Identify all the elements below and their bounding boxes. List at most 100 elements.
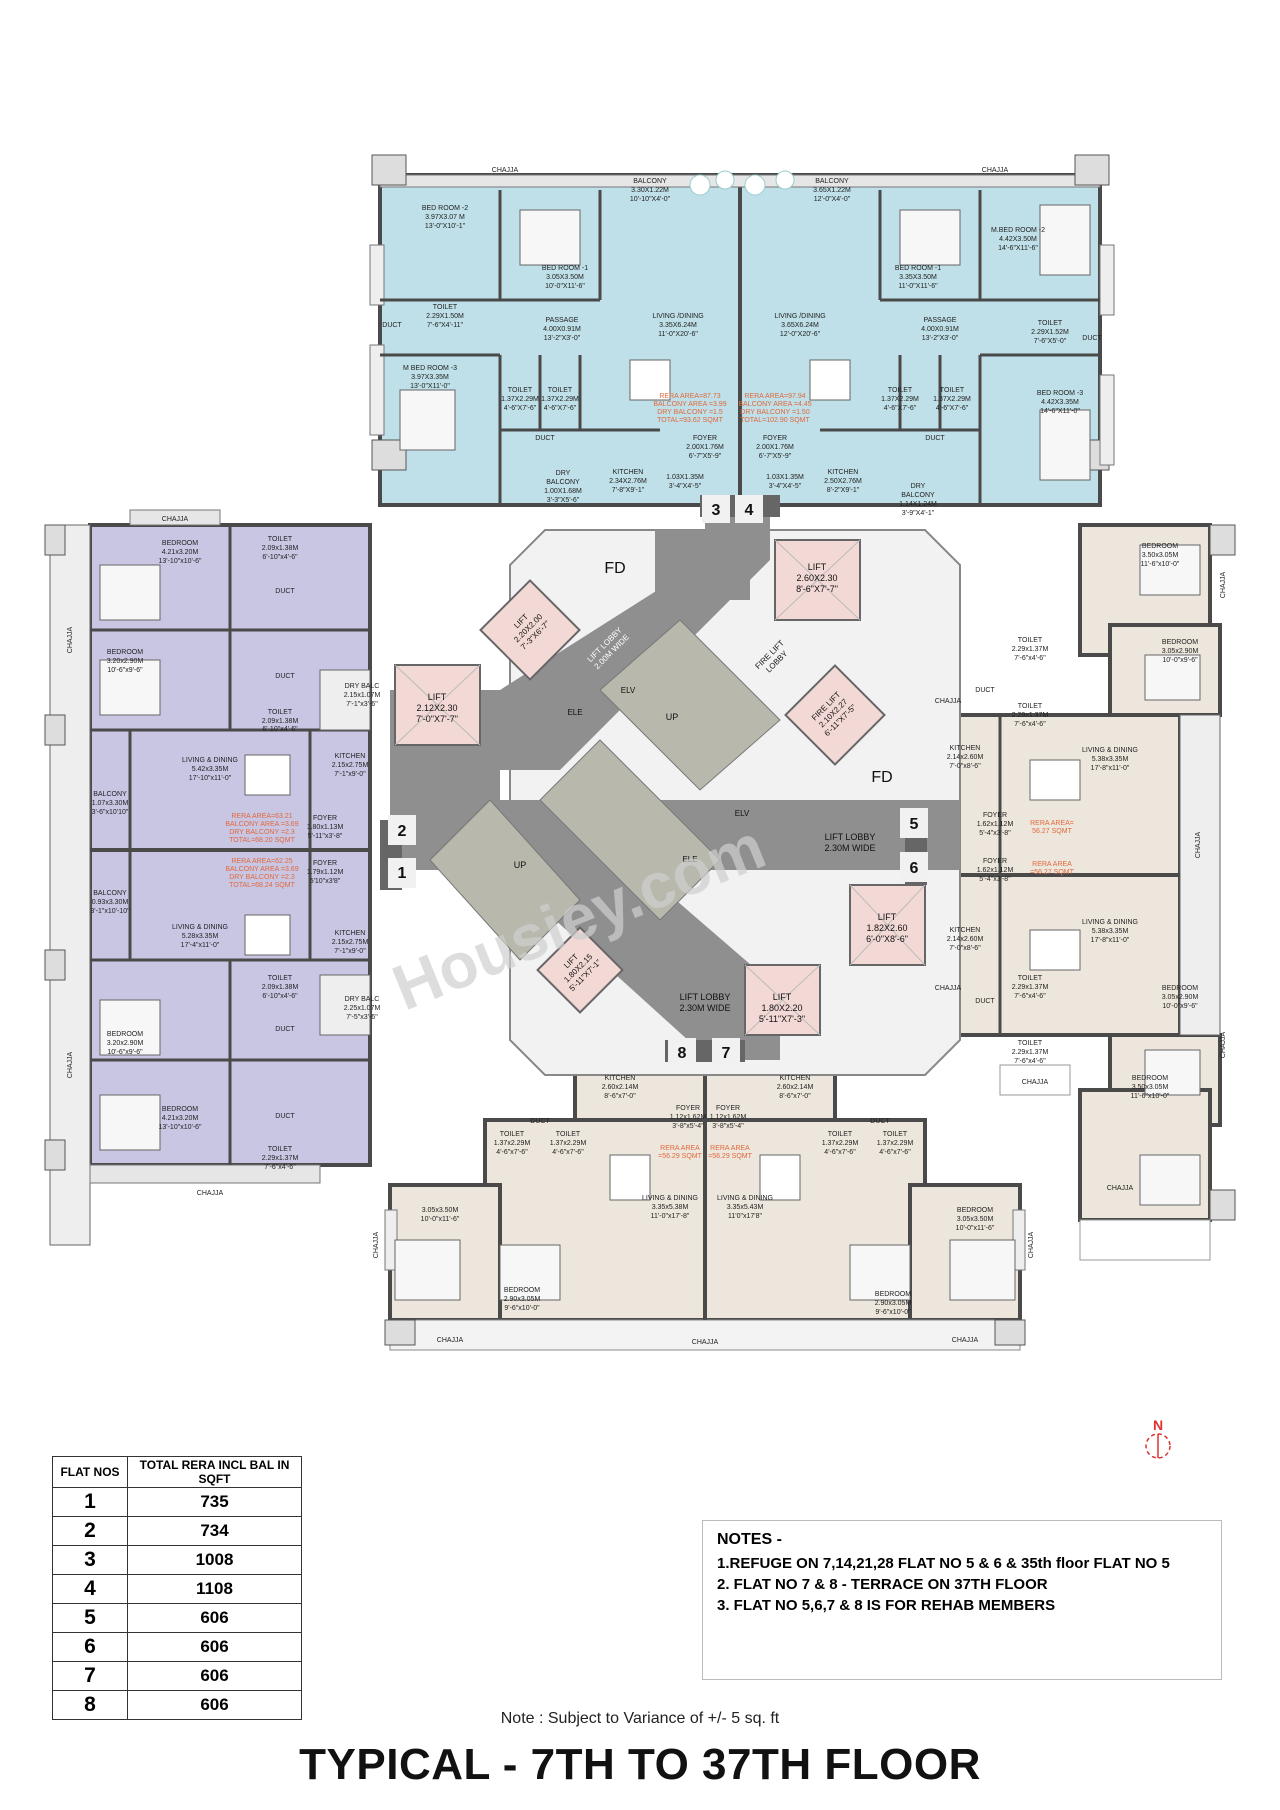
room-dim: 3.65X1.22M [813, 187, 851, 194]
rera-text: 56.27 SQMT [1032, 828, 1072, 835]
lobby-label: LIFT LOBBY [825, 832, 876, 842]
rera-text: RERA AREA [1032, 861, 1072, 868]
table-header-row: FLAT NOS TOTAL RERA INCL BAL IN SQFT [52, 1456, 302, 1488]
room-dim: 5'-4"x3'-8" [979, 830, 1011, 837]
room-label: TOILET [268, 1146, 293, 1153]
room-label: DRY BALC [345, 996, 380, 1003]
room-label: KITCHEN [605, 1075, 636, 1082]
fire-duct-label: FD [871, 769, 892, 786]
room-label: BALCONY [815, 178, 849, 185]
room-label: KITCHEN [950, 927, 981, 934]
room-dim: 2.29X1.50M [426, 313, 464, 320]
room-dim: 7'-6"x4'-6" [1014, 655, 1046, 662]
room-dim: 1.07x3.30M [92, 800, 129, 807]
flat-marker: 5 [910, 816, 919, 833]
chajja-label: CHAJJA [982, 167, 1009, 174]
room-dim: 13'-2"X3'-0" [544, 335, 581, 342]
room-label: TOILET [500, 1131, 525, 1138]
room-dim: 10'-0"X11'-6" [545, 283, 585, 290]
room-label: TOILET [1018, 1040, 1043, 1047]
room-label: TOILET [1018, 637, 1043, 644]
room-label: BEDROOM [1162, 639, 1198, 646]
north-label: N [1153, 1417, 1163, 1433]
room-dim: 1.37X2.29M [541, 396, 579, 403]
room-dim: 14'-6"X11'-6" [998, 245, 1038, 252]
room-dim: 1.62x1.12M [977, 821, 1014, 828]
room-label: TOILET [828, 1131, 853, 1138]
room-label: FOYER [983, 812, 1007, 819]
chajja-label: CHAJJA [935, 985, 962, 992]
north-arrow: N [1145, 1417, 1171, 1459]
room-dim: 11'-6"x10'-0" [1141, 561, 1180, 568]
room-dim: 4.42X3.50M [999, 236, 1037, 243]
lift-dim: 2.60X2.30 [796, 573, 837, 583]
room-label: TOILET [1038, 320, 1063, 327]
flat-area: 1108 [127, 1574, 302, 1604]
room-dim: 2.29x1.37M [1012, 646, 1049, 653]
room-dim: 4'-6"X7'-6" [884, 405, 917, 412]
room-label: PASSAGE [924, 317, 957, 324]
chajja-label: CHAJJA [1220, 1031, 1227, 1058]
lift-dim: 5'-11"X7'-3" [759, 1014, 805, 1024]
room-label: DUCT [275, 673, 295, 680]
room-dim: 5.38x3.35M [1092, 928, 1129, 935]
lobby-dim: 2.30M WIDE [824, 843, 875, 853]
room-dim: 3.30X1.22M [631, 187, 669, 194]
lift-label: LIFT [878, 912, 897, 922]
room-dim: 2.15x2.75M [332, 939, 369, 946]
elv-label: ELV [621, 686, 636, 695]
room-label: DUCT [975, 687, 995, 694]
room-dim: 8'-6"x7'-0" [779, 1093, 811, 1100]
room-dim: 6'-7"X5'-9" [759, 453, 792, 460]
room-dim: 2.15x2.75M [332, 762, 369, 769]
room-label: DUCT [975, 998, 995, 1005]
rera-text: RERA AREA=87.73 [659, 393, 720, 400]
room-label: BEDROOM [504, 1287, 540, 1294]
room-dim: 7'-0"x8'-6" [949, 945, 981, 952]
flat-area: 1008 [127, 1545, 302, 1575]
rera-text: DRY BALCONY =1.50 [740, 409, 810, 416]
room-dim: 3.05X3.50M [546, 274, 584, 281]
room-dim: 4.00X0.91M [921, 326, 959, 333]
room-dim: 1.37x2.29M [550, 1140, 587, 1147]
chajja-label: CHAJJA [1028, 1231, 1035, 1258]
flat-no: 7 [52, 1661, 128, 1691]
room-dim: 3.20x2.90M [107, 658, 144, 665]
room-dim: 10'-10"X4'-0" [630, 196, 671, 203]
room-dim: 9'-6"x10'-0" [504, 1305, 540, 1312]
room-dim: 10'-0"x11'-6" [421, 1216, 460, 1223]
room-label: BEDROOM [1162, 985, 1198, 992]
note-item: 2. FLAT NO 7 & 8 - TERRACE ON 37TH FLOOR [717, 1576, 1048, 1593]
room-dim: 1.14X1.24M [899, 501, 937, 508]
top-wing [369, 154, 1115, 507]
room-label: BEDROOM [162, 540, 198, 547]
room-dim: 13'-10"x10'-6" [158, 1124, 202, 1131]
room-label: TOILET [883, 1131, 908, 1138]
rera-text: DRY BALCONY =2.3 [229, 874, 295, 881]
rera-text: BALCONY AREA =3.69 [225, 866, 298, 873]
room-label: LIVING & DINING [182, 757, 238, 764]
room-dim: 7'-0"x8'-6" [949, 763, 981, 770]
room-label: KITCHEN [613, 469, 644, 476]
room-dim: 5.38x3.35M [1092, 756, 1129, 763]
room-dim: 2.09x1.38M [262, 718, 299, 725]
room-dim: 4'-6"x7'-6" [496, 1149, 528, 1156]
room-dim: 12'-0"X20'-6" [780, 331, 821, 338]
room-dim: 3'-8"x5'-4" [712, 1123, 744, 1130]
room-dim: 3.97X3.35M [411, 374, 449, 381]
room-label: BEDROOM [162, 1106, 198, 1113]
rera-text: BALCONY AREA =3.99 [653, 401, 726, 408]
room-dim: 1.37x2.29M [877, 1140, 914, 1147]
room-dim: 5'-11"x3'-8" [308, 833, 343, 840]
room-dim: 2.29x1.37M [1012, 984, 1049, 991]
chajja-label: CHAJJA [1220, 571, 1227, 598]
rera-text: RERA AREA=62.25 [231, 858, 292, 865]
room-dim: 0.93x3.30M [92, 899, 129, 906]
room-dim: 3.05x3.50M [422, 1207, 459, 1214]
room-dim: 2.15x1.07M [344, 692, 381, 699]
room-label: DUCT [382, 322, 402, 329]
room-label: KITCHEN [780, 1075, 811, 1082]
room-dim: 11'-0"X20'-6" [658, 331, 698, 338]
